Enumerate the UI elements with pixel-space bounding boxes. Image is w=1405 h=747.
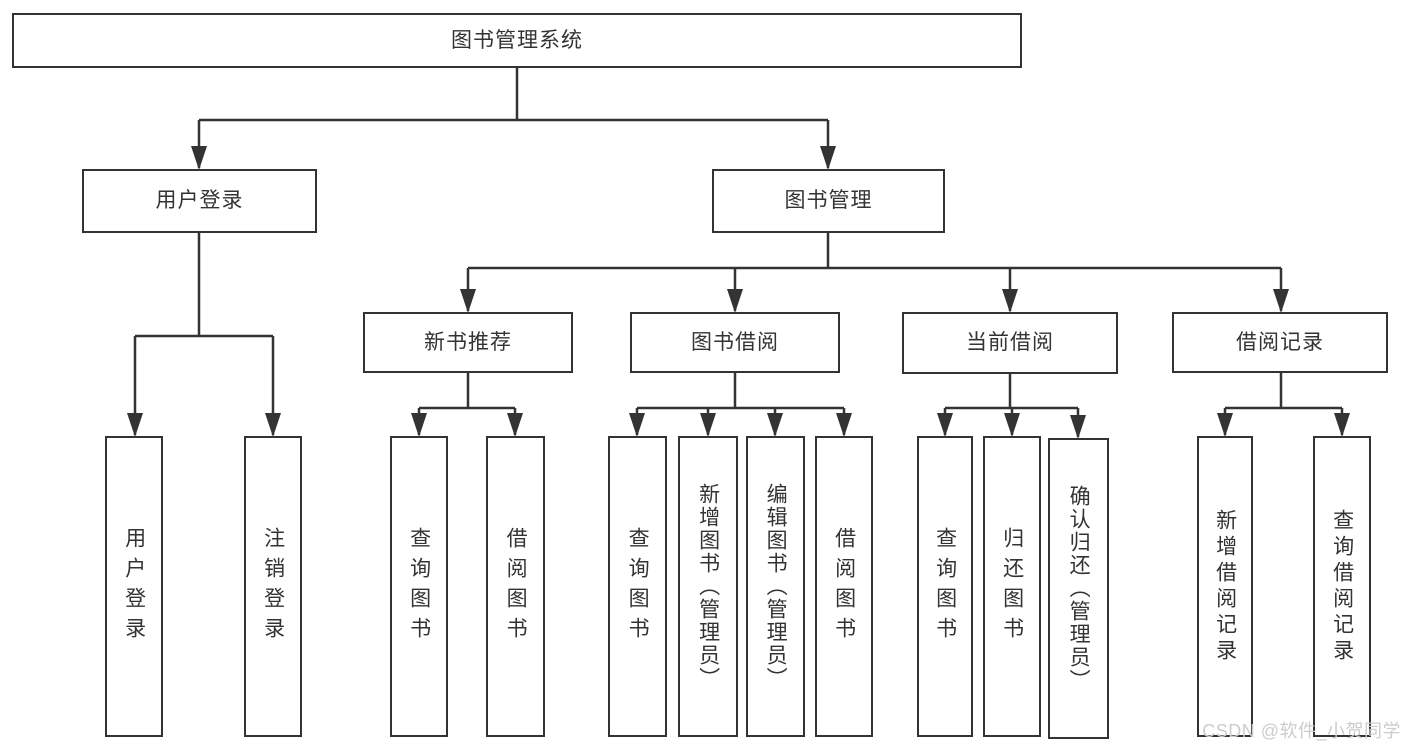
node-book-mgmt: 图书管理 — [712, 169, 945, 233]
node-leaf-borrow-book-1: 借阅图书 — [486, 436, 545, 737]
node-leaf-edit-book: 编辑图书（管理员） — [746, 436, 805, 737]
node-new-book-rec: 新书推荐 — [363, 312, 573, 373]
node-leaf-user-login: 用户登录 — [105, 436, 163, 737]
node-current-borrow: 当前借阅 — [902, 312, 1118, 374]
node-leaf-query-book-2: 查询图书 — [608, 436, 667, 737]
node-leaf-return-book: 归还图书 — [983, 436, 1041, 737]
node-book-borrow: 图书借阅 — [630, 312, 840, 373]
node-leaf-query-book-1: 查询图书 — [390, 436, 448, 737]
node-leaf-logout: 注销登录 — [244, 436, 302, 737]
node-leaf-confirm-return: 确认归还（管理员） — [1048, 438, 1109, 739]
node-leaf-query-book-3: 查询图书 — [917, 436, 973, 737]
node-root: 图书管理系统 — [12, 13, 1022, 68]
node-leaf-add-record: 新增借阅记录 — [1197, 436, 1253, 737]
node-user-login: 用户登录 — [82, 169, 317, 233]
csdn-watermark: CSDN @软件_小贺同学 — [1202, 721, 1401, 741]
node-leaf-query-record: 查询借阅记录 — [1313, 436, 1371, 737]
node-leaf-add-book: 新增图书（管理员） — [678, 436, 738, 737]
node-borrow-records: 借阅记录 — [1172, 312, 1388, 373]
node-leaf-borrow-book-2: 借阅图书 — [815, 436, 873, 737]
